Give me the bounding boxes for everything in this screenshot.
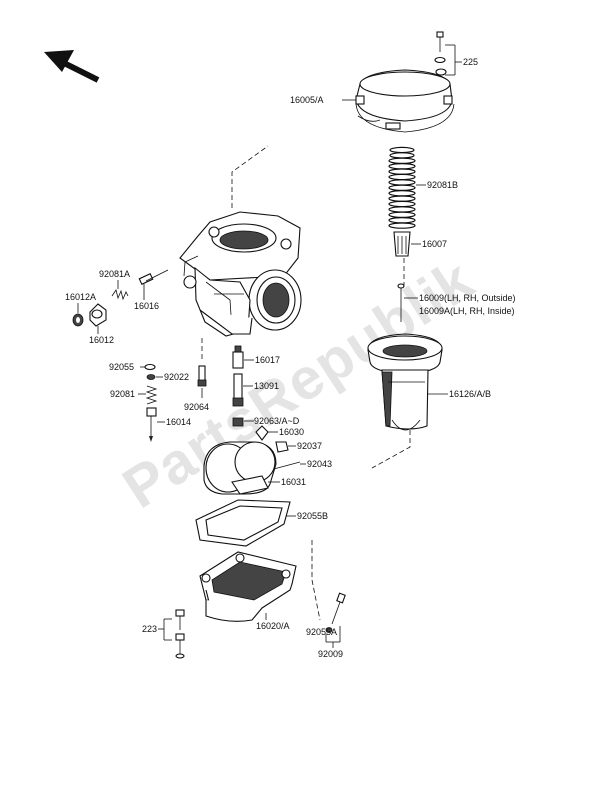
- label-92081b: 92081B: [427, 180, 458, 190]
- spring-coil: [389, 146, 415, 154]
- label-92009: 92009: [318, 649, 343, 659]
- label-16012: 16012: [89, 335, 114, 345]
- spring-coil: [388, 216, 416, 224]
- label-16009: 16009(LH, RH, Outside): [419, 293, 516, 303]
- washer-92055a: [325, 627, 333, 633]
- washer-92055: [144, 363, 156, 371]
- pilot-jet-92064: [197, 365, 207, 387]
- label-16014: 16014: [166, 417, 191, 427]
- label-92022: 92022: [164, 372, 189, 382]
- float-bowl-16020: [199, 551, 297, 622]
- spring-coil: [388, 195, 416, 202]
- jet-needle-16009: [397, 283, 405, 322]
- spring-92081b: [388, 146, 416, 229]
- top-cover-16005: [355, 69, 455, 133]
- o-ring-92022: [146, 374, 156, 380]
- spring-coil: [388, 173, 416, 181]
- spring-92081: [145, 385, 158, 405]
- label-16126: 16126/A/B: [449, 389, 491, 399]
- needle-holder-16007: [393, 231, 411, 257]
- label-92055b: 92055B: [297, 511, 328, 521]
- screw-225: [434, 31, 447, 76]
- spring-coil: [388, 200, 416, 208]
- spring-coil: [388, 179, 416, 186]
- spring-coil: [388, 222, 416, 229]
- label-16012a: 16012A: [65, 292, 96, 302]
- spring-coil: [388, 206, 416, 213]
- clip-92037: [275, 441, 289, 453]
- label-92055a: 92055A: [306, 627, 337, 637]
- label-92063: 92063/A~D: [254, 416, 300, 426]
- o-ring-16012a: [72, 313, 84, 327]
- label-92043: 92043: [307, 459, 332, 469]
- main-jet-92063: [232, 417, 244, 427]
- label-16007: 16007: [422, 239, 447, 249]
- label-92081a: 92081A: [99, 269, 130, 279]
- spring-coil: [388, 162, 416, 170]
- float-16031: [203, 441, 277, 495]
- gasket-92055b: [195, 499, 291, 547]
- pilot-screw-16016: [138, 269, 169, 285]
- label-16009a: 16009A(LH, RH, Inside): [419, 306, 515, 316]
- cap-16012: [89, 303, 107, 327]
- label-16031: 16031: [281, 477, 306, 487]
- screw-223: [175, 609, 185, 659]
- spring-coil: [388, 211, 416, 218]
- label-92037: 92037: [297, 441, 322, 451]
- label-225: 225: [463, 57, 478, 67]
- spring-92081a: [111, 289, 129, 301]
- spring-coil: [389, 152, 415, 159]
- label-92064: 92064: [184, 402, 209, 412]
- screw-16014: [146, 407, 157, 442]
- needle-jet-13091: [232, 373, 244, 407]
- spring-coil: [388, 157, 416, 164]
- carburetor-body: [179, 211, 302, 337]
- label-16005: 16005/A: [290, 95, 324, 105]
- label-13091: 13091: [254, 381, 279, 391]
- vacuum-piston-16126: [367, 333, 443, 431]
- label-92055: 92055: [109, 362, 134, 372]
- drain-screw-92009: [331, 592, 346, 625]
- label-223: 223: [142, 624, 157, 634]
- direction-arrow-icon: [44, 50, 100, 83]
- label-92081: 92081: [110, 389, 135, 399]
- label-16030: 16030: [279, 427, 304, 437]
- spring-coil: [388, 189, 416, 197]
- spring-coil: [388, 184, 416, 191]
- label-16017: 16017: [255, 355, 280, 365]
- needle-jet-16017: [232, 345, 244, 369]
- label-16020: 16020/A: [256, 621, 290, 631]
- label-16016: 16016: [134, 301, 159, 311]
- spring-coil: [388, 168, 416, 175]
